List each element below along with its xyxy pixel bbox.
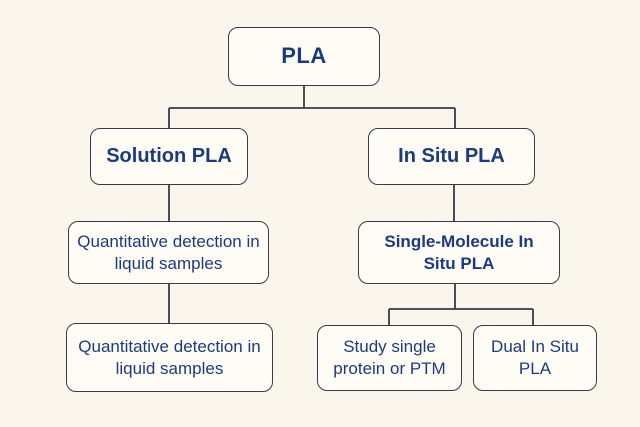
- node-single-molecule-in-situ-pla-label: Single-Molecule In Situ PLA: [384, 231, 534, 273]
- node-solution-pla: Solution PLA: [90, 128, 248, 185]
- node-dual-in-situ-pla-label: Dual In Situ PLA: [491, 337, 579, 378]
- node-solution-pla-label: Solution PLA: [106, 144, 232, 167]
- node-in-situ-pla: In Situ PLA: [368, 128, 535, 185]
- node-quant-detection-2-label: Quantitative detection in liquid samples: [78, 336, 261, 378]
- connector-singlemolecule-split: [388, 284, 534, 325]
- node-dual-in-situ-pla: Dual In Situ PLA: [473, 325, 597, 391]
- node-study-single-protein-label: Study single protein or PTM: [333, 337, 446, 378]
- node-quant-detection-2: Quantitative detection in liquid samples: [66, 323, 273, 392]
- node-single-molecule-in-situ-pla: Single-Molecule In Situ PLA: [358, 221, 560, 284]
- node-quant-detection-1-label: Quantitative detection in liquid samples: [77, 231, 260, 273]
- node-quant-detection-1: Quantitative detection in liquid samples: [68, 221, 269, 284]
- node-pla-label: PLA: [281, 43, 327, 69]
- node-pla: PLA: [228, 27, 380, 86]
- node-study-single-protein: Study single protein or PTM: [317, 325, 462, 391]
- node-in-situ-pla-label: In Situ PLA: [398, 144, 505, 167]
- connector-pla-split: [168, 86, 456, 128]
